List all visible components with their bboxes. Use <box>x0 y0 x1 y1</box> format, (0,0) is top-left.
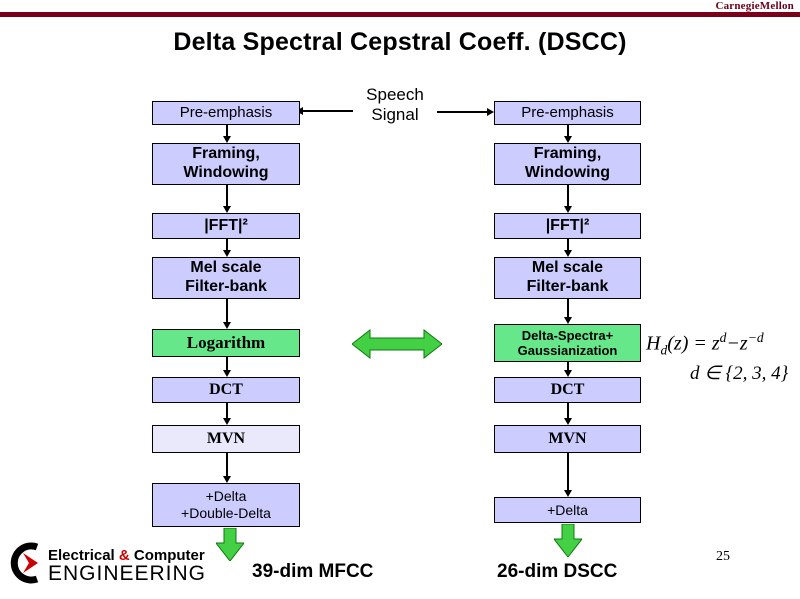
mfcc-output-label: 39-dim MFCC <box>252 561 374 582</box>
box-framing-right: Framing, Windowing <box>494 143 641 185</box>
top-divider-bar <box>0 12 800 17</box>
flow-arrow <box>564 125 572 143</box>
ece-logo-icon <box>10 542 39 584</box>
logo-computer: Computer <box>133 547 205 564</box>
box-mel-filterbank-left: Mel scale Filter-bank <box>152 257 300 299</box>
box-delta-right: +Delta <box>494 497 641 523</box>
flow-arrow <box>564 185 572 213</box>
arrow-to-right-pipeline <box>437 108 494 116</box>
flow-arrow <box>223 299 231 329</box>
logo-ampersand: & <box>118 547 134 564</box>
formula-superscript-1: d <box>719 330 727 345</box>
cmu-wordmark: CarnegieMellon <box>715 0 794 12</box>
box-fft-right: |FFT|² <box>494 213 641 239</box>
ece-logo-line2: ENGINEERING <box>48 562 207 585</box>
formula-mid-2: −z <box>726 332 748 355</box>
down-arrow-icon <box>216 528 244 561</box>
formula-domain: d ∈ {2, 3, 4} <box>690 363 789 384</box>
box-mvn-right: MVN <box>494 425 641 453</box>
flow-arrow <box>223 185 231 213</box>
page-number: 25 <box>716 549 730 564</box>
box-dct-right: DCT <box>494 377 641 403</box>
box-dct-left: DCT <box>152 377 300 403</box>
formula-base: H <box>646 332 661 355</box>
flow-arrow <box>564 239 572 257</box>
box-framing-left: Framing, Windowing <box>152 143 300 185</box>
flow-arrow <box>223 453 231 483</box>
ece-logo-line1: Electrical & Computer <box>48 547 205 564</box>
flow-arrow <box>223 357 231 377</box>
double-arrow-icon <box>352 329 442 359</box>
speech-signal-label: Speech Signal <box>366 85 424 124</box>
transfer-function-formula: Hd(z) = zd−z−d <box>646 330 764 359</box>
down-arrow-icon <box>554 524 582 557</box>
flow-arrow <box>223 403 231 425</box>
flow-arrow <box>564 403 572 425</box>
formula-mid: (z) = z <box>667 332 720 355</box>
box-mel-filterbank-right: Mel scale Filter-bank <box>494 257 641 299</box>
logo-electrical: Electrical <box>48 547 119 564</box>
flow-arrow <box>564 362 572 377</box>
box-delta-spectra-gaussianization: Delta-Spectra+ Gaussianization <box>494 324 641 362</box>
box-mvn-left: MVN <box>152 425 300 453</box>
flow-arrow <box>564 453 572 497</box>
flow-arrow <box>564 299 572 324</box>
box-logarithm: Logarithm <box>152 329 300 357</box>
formula-subscript: d <box>660 342 668 358</box>
dscc-output-label: 26-dim DSCC <box>497 561 618 582</box>
box-delta-double-delta: +Delta +Double-Delta <box>152 483 300 527</box>
formula-superscript-2: −d <box>747 330 764 345</box>
box-pre-emphasis-left: Pre-emphasis <box>152 101 300 125</box>
arrow-to-left-pipeline <box>296 107 353 115</box>
page-title: Delta Spectral Cepstral Coeff. (DSCC) <box>173 28 627 56</box>
box-fft-left: |FFT|² <box>152 213 300 239</box>
flow-arrow <box>223 239 231 257</box>
flow-arrow <box>223 125 231 143</box>
box-pre-emphasis-right: Pre-emphasis <box>494 101 641 125</box>
